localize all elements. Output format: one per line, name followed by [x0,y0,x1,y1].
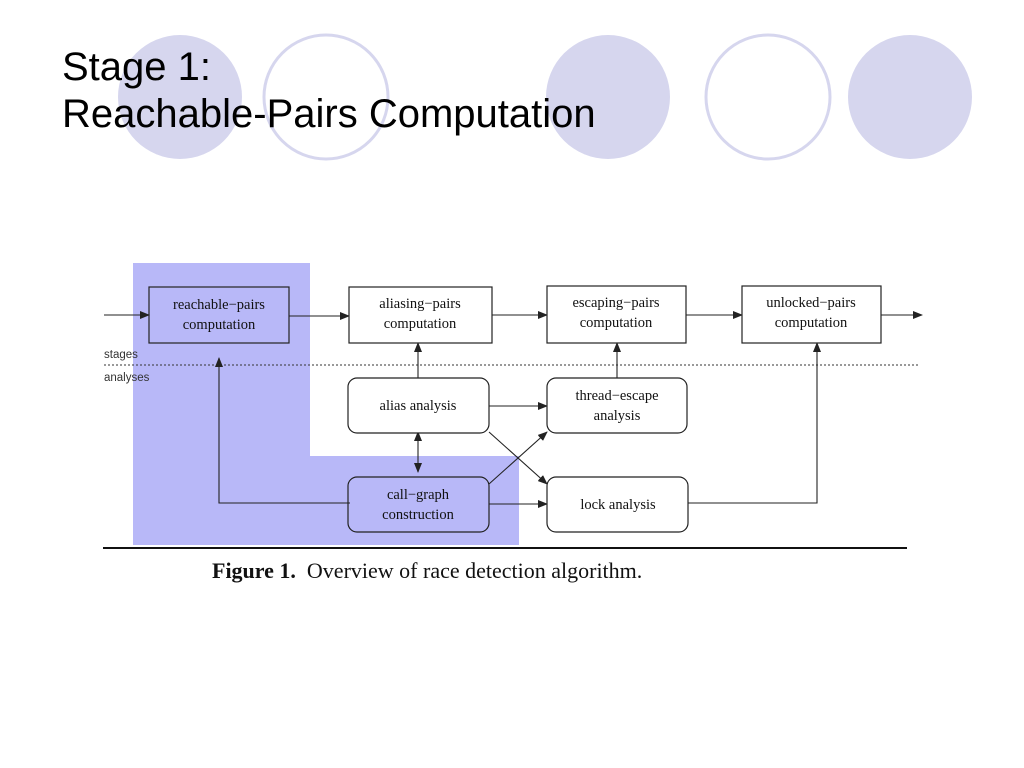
box-label: call−graph [387,487,450,503]
figure-caption-label: Figure 1. [212,558,296,583]
box-label: lock analysis [580,497,656,513]
figure-caption-text: Overview of race detection algorithm. [306,558,643,583]
box-alias-analysis: alias analysis [347,377,490,434]
arrow-callgraph-to-thread-escape [488,431,548,485]
decor-circle-filled [546,35,670,159]
box-label: computation [775,315,848,331]
title-decoration [118,33,972,161]
box-label: alias analysis [380,398,457,414]
box-label: computation [183,317,256,333]
figure-caption: Figure 1. Overview of race detection alg… [212,558,642,584]
arrow-lock-to-unlocked [688,342,821,504]
decor-circle-filled [848,35,972,159]
stages-label: stages [104,349,138,361]
slide-title: Stage 1: Reachable-Pairs Computation [62,44,596,138]
box-label: computation [384,316,457,332]
box-thread-escape-analysis: thread−escape analysis [546,377,688,434]
box-call-graph-construction: call−graph construction [347,476,490,533]
box-reachable-pairs: reachable−pairs computation [148,286,290,344]
box-label: reachable−pairs [173,297,265,313]
box-label: thread−escape [575,388,658,404]
connectors [104,311,923,508]
box-escaping-pairs: escaping−pairs computation [546,285,687,344]
slide-title-line-2: Reachable-Pairs Computation [62,92,596,136]
slide-title-line-1: Stage 1: [62,45,212,89]
box-label: aliasing−pairs [379,296,461,312]
box-label: escaping−pairs [572,295,659,311]
box-aliasing-pairs: aliasing−pairs computation [348,286,493,344]
box-unlocked-pairs: unlocked−pairs computation [741,285,882,344]
box-label: unlocked−pairs [766,295,856,311]
box-label: analysis [594,408,641,424]
stage1-highlight-region [133,263,519,545]
box-label: construction [382,507,454,523]
decor-circle-outline [704,33,832,161]
box-label: computation [580,315,653,331]
decor-circle-outline [262,33,390,161]
analyses-label: analyses [104,372,150,384]
arrow-callgraph-to-reachable [215,357,350,504]
box-lock-analysis: lock analysis [546,476,689,533]
decor-circle-filled [118,35,242,159]
